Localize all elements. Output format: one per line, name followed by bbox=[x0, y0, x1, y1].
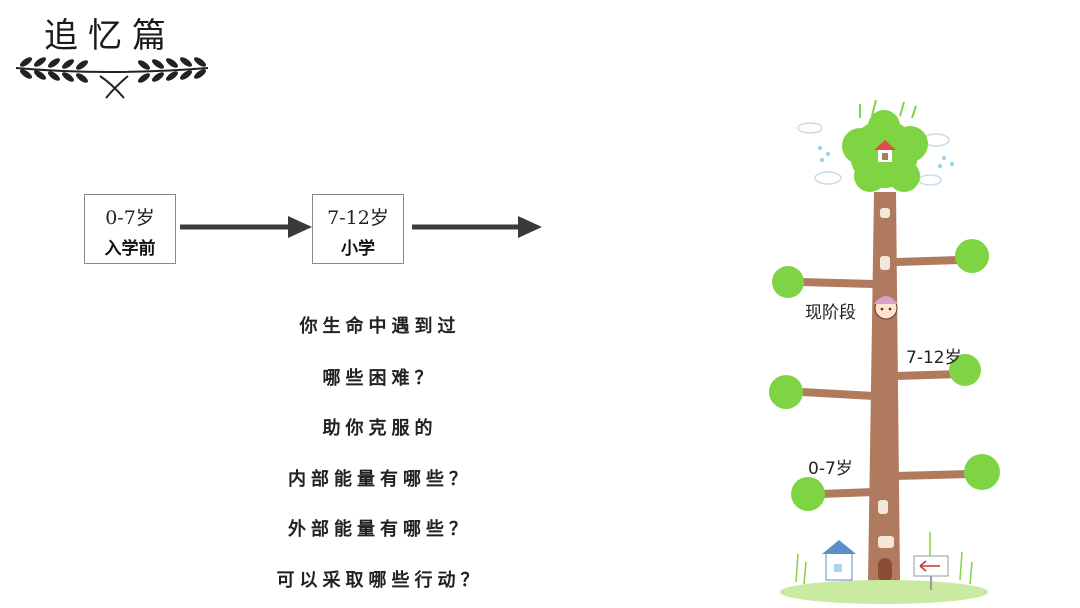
laurel-decoration-icon bbox=[15, 57, 209, 99]
stage-age: 0-7岁 bbox=[105, 207, 155, 229]
question-line: 内部能量有哪些？ bbox=[288, 469, 472, 490]
tree-age-label-7-12: 7-12岁 bbox=[906, 348, 962, 368]
stage-label: 小学 bbox=[341, 239, 375, 259]
current-stage-label: 现阶段 bbox=[805, 303, 856, 323]
stage-label: 入学前 bbox=[104, 239, 156, 259]
growth-tree-illustration bbox=[769, 99, 1000, 604]
question-line: 可以采取哪些行动？ bbox=[276, 570, 484, 591]
tree-age-label-0-7: 0-7岁 bbox=[808, 459, 853, 479]
arrow-right-icon bbox=[412, 216, 542, 238]
house-icon bbox=[822, 540, 856, 581]
question-line: 助你克服的 bbox=[322, 418, 438, 439]
cloud-icon bbox=[797, 122, 950, 186]
arrow-right-icon bbox=[180, 216, 312, 238]
question-line: 你生命中遇到过 bbox=[299, 316, 461, 337]
stage-box-preschool: 0-7岁 入学前 bbox=[84, 194, 176, 264]
page-title: 追忆篇 bbox=[44, 16, 176, 56]
question-line: 哪些困难？ bbox=[322, 368, 438, 389]
question-line: 外部能量有哪些？ bbox=[288, 519, 472, 540]
girl-avatar-icon bbox=[874, 296, 898, 320]
stage-box-primary: 7-12岁 小学 bbox=[312, 194, 404, 264]
birdhouse-icon bbox=[874, 140, 896, 162]
stage-age: 7-12岁 bbox=[327, 207, 389, 229]
trunk bbox=[868, 192, 900, 582]
signpost-icon bbox=[913, 555, 949, 590]
